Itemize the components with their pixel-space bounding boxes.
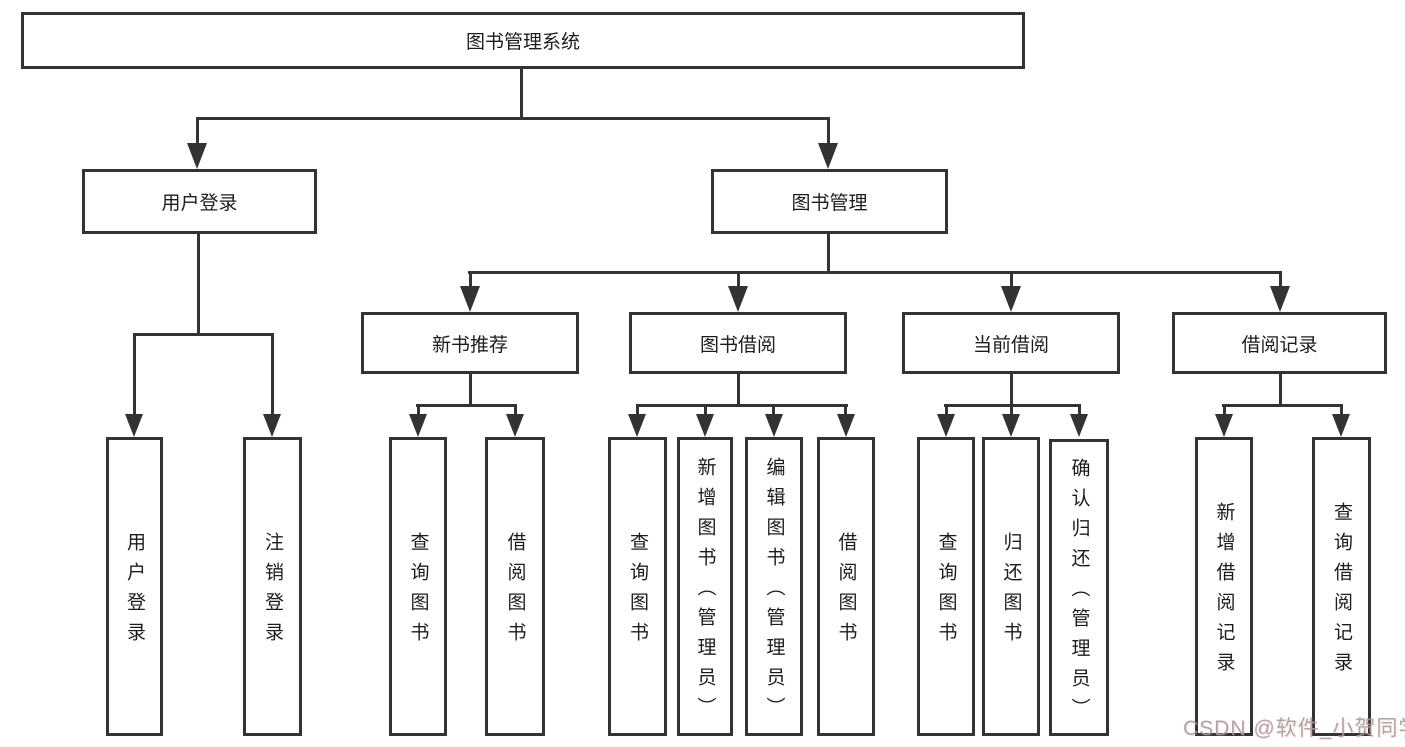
arrowhead-down-icon: [506, 414, 524, 437]
arrowhead-down-icon: [765, 414, 783, 437]
node-label: 当前借阅: [972, 334, 1049, 356]
arrowhead-down-icon: [1270, 286, 1290, 312]
leaf-label: 借阅图书: [504, 532, 526, 652]
node-label: 图书借阅: [699, 334, 776, 356]
node-borrowing-records: 借阅记录: [1172, 312, 1387, 374]
node-current-borrowing: 当前借阅: [902, 312, 1120, 374]
node-label: 借阅记录: [1241, 334, 1318, 356]
leaf-borrow-books-recommend: 借阅图书: [485, 437, 545, 736]
arrowhead-down-icon: [125, 414, 143, 437]
connector-line: [133, 335, 136, 416]
connector-line: [1222, 404, 1343, 407]
node-library-system: 图书管理系统: [21, 12, 1025, 69]
connector-line: [772, 406, 775, 416]
leaf-label: 新增借阅记录: [1213, 502, 1235, 682]
connector-line: [636, 406, 639, 416]
connector-line: [737, 273, 740, 288]
leaf-label: 编辑图书（管理员）: [763, 457, 785, 727]
leaf-label: 查询借阅记录: [1331, 502, 1352, 682]
leaf-user-login: 用户登录: [106, 437, 163, 736]
connector-line: [271, 335, 274, 416]
connector-line: [737, 373, 740, 407]
node-user-login: 用户登录: [82, 169, 317, 234]
arrowhead-down-icon: [1332, 414, 1350, 437]
node-book-management: 图书管理: [711, 169, 948, 234]
connector-line: [1010, 373, 1013, 407]
connector-line: [1279, 273, 1282, 288]
arrowhead-down-icon: [1070, 414, 1088, 437]
connector-line: [1010, 273, 1013, 288]
leaf-confirm-return-admin: 确认归还（管理员）: [1049, 439, 1109, 736]
leaf-edit-books-admin: 编辑图书（管理员）: [745, 437, 803, 736]
leaf-label: 借阅图书: [835, 532, 857, 652]
connector-line: [827, 232, 830, 274]
connector-line: [196, 117, 830, 120]
arrowhead-down-icon: [460, 286, 480, 312]
leaf-label: 确认归还（管理员）: [1068, 458, 1090, 728]
leaf-label: 查询图书: [407, 532, 429, 652]
connector-line: [1223, 406, 1226, 416]
leaf-label: 用户登录: [124, 532, 145, 652]
arrowhead-down-icon: [263, 414, 281, 437]
connector-line: [1279, 373, 1282, 407]
connector-line: [416, 404, 517, 407]
arrowhead-down-icon: [728, 286, 748, 312]
connector-line: [417, 406, 420, 416]
node-new-book-recommend: 新书推荐: [361, 312, 579, 374]
leaf-query-books-current: 查询图书: [917, 437, 975, 736]
arrowhead-down-icon: [1001, 286, 1021, 312]
connector-line: [844, 406, 847, 416]
node-book-borrowing: 图书借阅: [629, 312, 847, 374]
connector-line: [514, 406, 517, 416]
arrowhead-down-icon: [1002, 414, 1020, 437]
connector-line: [196, 119, 199, 145]
connector-line: [704, 406, 707, 416]
arrowhead-down-icon: [696, 414, 714, 437]
leaf-add-books-admin: 新增图书（管理员）: [677, 437, 733, 736]
connector-line: [520, 68, 523, 120]
leaf-label: 查询图书: [935, 532, 957, 652]
leaf-query-books-borrowing: 查询图书: [608, 437, 667, 736]
leaf-label: 查询图书: [627, 532, 648, 652]
watermark: CSDN @软件_小贺同学: [1183, 717, 1405, 740]
leaf-add-borrow-record: 新增借阅记录: [1195, 437, 1253, 736]
leaf-query-borrow-record: 查询借阅记录: [1312, 437, 1371, 736]
connector-line: [1010, 406, 1013, 416]
arrowhead-down-icon: [409, 414, 427, 437]
connector-line: [945, 406, 948, 416]
leaf-label: 注销登录: [262, 532, 283, 652]
arrowhead-down-icon: [937, 414, 955, 437]
leaf-label: 归还图书: [1000, 532, 1022, 652]
connector-line: [827, 119, 830, 145]
node-label: 用户登录: [161, 193, 238, 214]
leaf-borrow-books-borrowing: 借阅图书: [817, 437, 875, 736]
leaf-logout-login: 注销登录: [243, 437, 302, 736]
connector-line: [636, 404, 848, 407]
arrowhead-down-icon: [628, 414, 646, 437]
connector-line: [1078, 406, 1081, 416]
connector-line: [468, 271, 1282, 274]
connector-line: [1340, 406, 1343, 416]
leaf-return-books: 归还图书: [982, 437, 1040, 736]
leaf-label: 新增图书（管理员）: [694, 457, 716, 727]
connector-line: [133, 333, 274, 336]
arrowhead-down-icon: [818, 143, 838, 169]
arrowhead-down-icon: [1215, 414, 1233, 437]
node-label: 图书管理系统: [465, 32, 580, 53]
connector-line: [197, 232, 200, 336]
arrowhead-down-icon: [187, 143, 207, 169]
node-label: 新书推荐: [431, 334, 508, 356]
connector-line: [469, 373, 472, 407]
arrowhead-down-icon: [837, 414, 855, 437]
node-label: 图书管理: [791, 193, 868, 214]
leaf-query-books-recommend: 查询图书: [389, 437, 447, 736]
connector-line: [944, 404, 1081, 407]
connector-line: [469, 273, 472, 288]
